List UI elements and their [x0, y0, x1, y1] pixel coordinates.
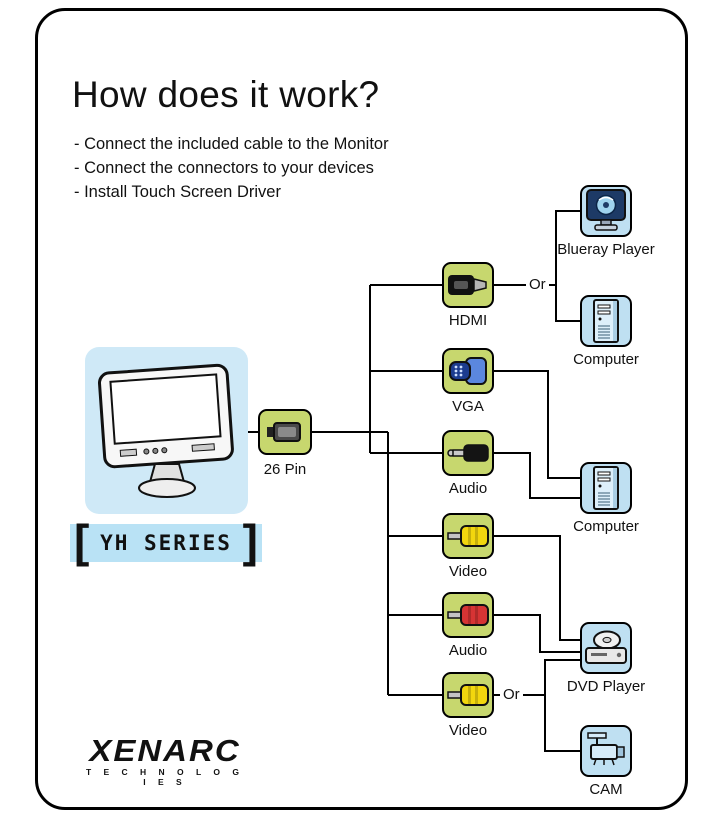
- instruction-item: - Connect the connectors to your devices: [74, 159, 374, 177]
- dvd-player-icon: [585, 630, 627, 664]
- rca-red-icon: [447, 604, 489, 626]
- connector-audio-rca-label: Audio: [448, 642, 488, 659]
- outer-border: [35, 8, 688, 810]
- device-dvd-player-label: DVD Player: [566, 678, 646, 695]
- bracket-right: ]: [242, 515, 258, 567]
- connector-hdmi-label: HDMI: [448, 312, 488, 329]
- device-computer-1: [580, 295, 632, 347]
- device-cam-label: CAM: [589, 781, 623, 798]
- connector-video-rca-1: [442, 513, 494, 559]
- page-title: How does it work?: [72, 74, 380, 115]
- audio-jack-icon: [447, 444, 489, 462]
- device-blueray-player-label: Blueray Player: [557, 241, 655, 258]
- instruction-item: - Install Touch Screen Driver: [74, 183, 281, 201]
- connector-audio-jack: [442, 430, 494, 476]
- bracket-left: [: [74, 515, 90, 567]
- connector-video-rca-2: [442, 672, 494, 718]
- or-label-video: Or: [500, 686, 523, 703]
- device-computer-1-label: Computer: [573, 351, 639, 368]
- connector-audio-rca: [442, 592, 494, 638]
- monitor-panel: [85, 347, 248, 514]
- device-blueray-player: [580, 185, 632, 237]
- device-dvd-player: [580, 622, 632, 674]
- node-26pin: [258, 409, 312, 455]
- device-cam: [580, 725, 632, 777]
- instruction-item: - Connect the included cable to the Moni…: [74, 135, 389, 153]
- brand-tagline: T E C H N O L O G I E S: [85, 767, 245, 787]
- monitor-icon: [98, 363, 234, 498]
- blueray-player-icon: [586, 189, 626, 231]
- brand-name: XENARC: [89, 733, 241, 768]
- device-computer-2: [580, 462, 632, 514]
- series-label: YH SERIES: [100, 531, 232, 555]
- 26pin-connector-icon: [267, 422, 301, 442]
- node-26pin-label: 26 Pin: [263, 461, 307, 478]
- connector-video-rca-2-label: Video: [448, 722, 488, 739]
- connector-vga: [442, 348, 494, 394]
- or-label-hdmi: Or: [526, 276, 549, 293]
- instruction-list: - Connect the included cable to the Moni…: [74, 132, 389, 204]
- cctv-camera-icon: [587, 732, 625, 766]
- device-computer-2-label: Computer: [573, 518, 639, 535]
- hdmi-connector-icon: [448, 275, 487, 295]
- connector-video-rca-1-label: Video: [448, 563, 488, 580]
- connector-hdmi: [442, 262, 494, 308]
- rca-yellow-icon: [447, 525, 489, 547]
- series-badge: [ YH SERIES ]: [70, 515, 262, 567]
- computer-icon: [593, 466, 619, 510]
- computer-icon: [593, 299, 619, 343]
- vga-connector-icon: [449, 357, 487, 385]
- brand-logo: XENARC T E C H N O L O G I E S: [80, 732, 250, 787]
- rca-yellow-icon: [447, 684, 489, 706]
- connector-vga-label: VGA: [452, 398, 484, 415]
- connector-audio-jack-label: Audio: [448, 480, 488, 497]
